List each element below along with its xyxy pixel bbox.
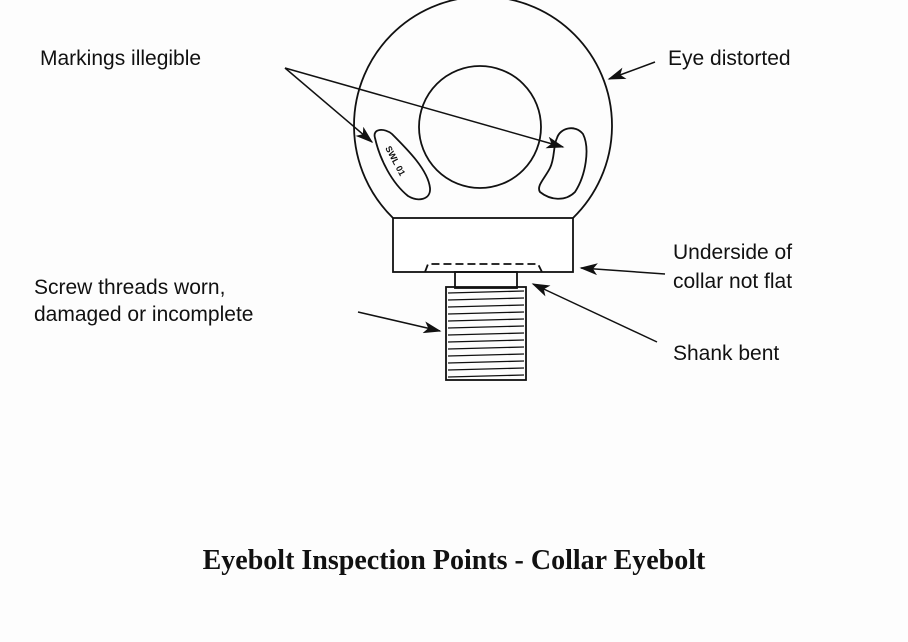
figure-title: Eyebolt Inspection Points - Collar Eyebo… — [202, 545, 706, 576]
label-threads-1: Screw threads worn, — [34, 276, 226, 299]
collar-underside — [424, 263, 543, 273]
label-underside-2: collar not flat — [673, 270, 793, 293]
label-threads-2: damaged or incomplete — [34, 303, 254, 326]
arrow-markings-left — [284, 67, 374, 143]
arrow-shank — [531, 283, 658, 343]
eye-hole — [418, 65, 542, 189]
label-shank-bent: Shank bent — [673, 342, 780, 365]
right-slot — [538, 127, 588, 200]
thread — [445, 286, 527, 381]
left-slot — [373, 129, 431, 201]
label-markings-illegible: Markings illegible — [40, 47, 202, 70]
label-underside-1: Underside of — [673, 241, 793, 264]
arrow-eye — [607, 61, 656, 80]
arrow-underside — [579, 263, 666, 276]
eye-outline — [353, 0, 613, 219]
collar — [392, 217, 574, 273]
label-eye-distorted: Eye distorted — [668, 47, 791, 70]
slot-marking: SWL 01 — [383, 144, 407, 177]
arrow-threads — [357, 311, 442, 334]
shank — [454, 271, 518, 289]
arrow-markings-right — [284, 67, 565, 149]
